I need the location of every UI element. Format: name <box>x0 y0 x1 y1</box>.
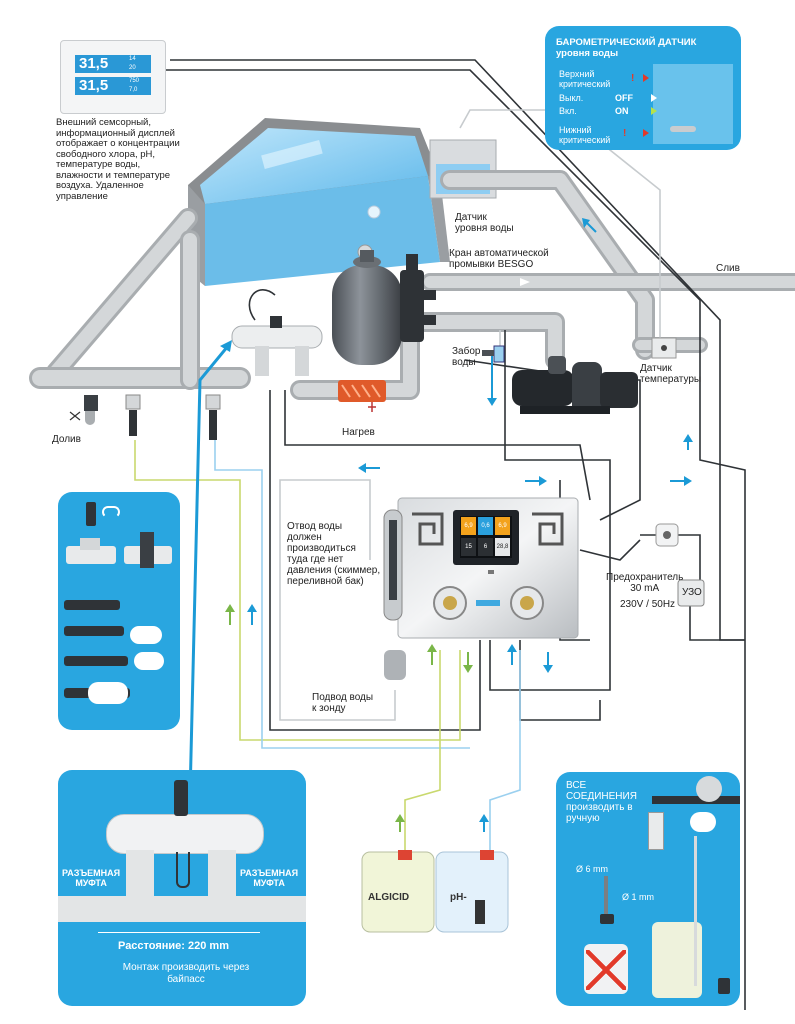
display-small-4: 7,0 <box>129 87 138 93</box>
install-steps-panel <box>58 492 180 730</box>
bypass-pipe <box>58 896 306 922</box>
heater-label: Нагрев <box>342 427 375 438</box>
screen-cell-2: 0,6 <box>478 517 493 535</box>
connections-cross-icon <box>586 950 626 990</box>
bypass-panel: РАЗЪЕМНАЯ МУФТА РАЗЪЕМНАЯ МУФТА Расстоян… <box>58 770 306 1006</box>
connections-rod <box>694 836 697 986</box>
baro-lower: Нижний критический <box>559 125 611 145</box>
probe-feed-label: Подвод воды к зонду <box>312 692 374 714</box>
level-sensor-label: Датчик уровня воды <box>455 212 514 234</box>
baro-upper: Верхний критический <box>559 69 611 89</box>
connections-d6: Ø 6 mm <box>576 864 609 874</box>
baro-arrow-4-icon <box>643 129 649 137</box>
connections-canister-ok <box>652 922 702 998</box>
connections-weight-icon <box>600 914 614 924</box>
baro-arrow-2-icon <box>651 94 657 102</box>
fuse-label: Предохранитель 30 mA <box>606 572 684 594</box>
baro-arrow-1-icon <box>643 74 649 82</box>
display-small-1: 14 <box>129 56 136 62</box>
display-small-2: 20 <box>129 65 136 71</box>
bypass-left-coupling: РАЗЪЕМНАЯ МУФТА <box>62 868 121 888</box>
connections-bottom-weight-icon <box>718 978 730 994</box>
display-value-2: 31,5 <box>79 77 109 94</box>
topup-label: Долив <box>52 434 81 445</box>
connections-hand-icon <box>690 812 716 832</box>
canister-left-label: ALGICID <box>368 892 410 903</box>
canisters <box>361 850 509 933</box>
screen-cell-3: 6,9 <box>495 517 510 535</box>
screen-cell-5: 6 <box>478 538 493 556</box>
step-rotate-icon <box>102 506 120 518</box>
flow-arrows <box>186 218 693 881</box>
temp-sensor <box>651 337 677 359</box>
connections-pipe <box>652 796 740 804</box>
step-cable-1-icon <box>64 600 120 610</box>
step-hand-1-icon <box>130 626 162 644</box>
step-tee-right-stem-icon <box>140 532 154 568</box>
baro-on-label: Вкл. <box>559 106 577 116</box>
intake-label: Забор воды <box>452 346 481 368</box>
sand-filter <box>332 250 436 365</box>
bypass-right-coupling: РАЗЪЕМНАЯ МУФТА <box>240 868 299 888</box>
display-caption: Внешний семсорный, информационный диспле… <box>56 117 180 202</box>
probe-holder <box>383 509 406 680</box>
outlet-label: Отвод воды должен производиться туда где… <box>287 521 381 587</box>
connections-hose-6mm <box>604 876 608 914</box>
pool <box>188 118 450 286</box>
distance-line <box>98 932 260 933</box>
tee-fittings <box>69 394 221 440</box>
step-nozzle-icon <box>86 502 96 526</box>
bypass-manifold <box>231 316 323 376</box>
pump <box>512 356 638 414</box>
baro-on-value: ON <box>615 106 629 116</box>
screen-cell-4: 15 <box>461 538 476 556</box>
temp-sensor-label: Датчик температуры <box>640 363 702 385</box>
connections-panel: ВСЕ СОЕДИНЕНИЯ производить в ручную Ø 6 … <box>556 772 740 1006</box>
intake-valve <box>482 345 505 363</box>
step-hand-3-icon <box>88 682 128 704</box>
screen-cell-1: 6,9 <box>461 517 476 535</box>
bypass-cable-icon <box>174 780 188 816</box>
baro-panel: БАРОМЕТРИЧЕСКИЙ ДАТЧИК уровня воды Верхн… <box>545 26 741 150</box>
bypass-manifold-big <box>106 814 264 854</box>
drain-label: Слив <box>716 263 740 274</box>
display-small-3: 750 <box>129 78 140 84</box>
external-display: 31,5 31,5 14 20 750 7,0 <box>60 40 166 114</box>
heater <box>338 380 386 412</box>
bypass-note: Монтаж производить через байпасс <box>122 962 250 985</box>
connections-title: ВСЕ СОЕДИНЕНИЯ производить в ручную <box>566 780 637 824</box>
connections-valve-icon <box>696 776 722 802</box>
baro-tank <box>653 64 733 144</box>
baro-title: БАРОМЕТРИЧЕСКИЙ ДАТЧИК уровня воды <box>556 37 697 59</box>
bypass-probe-icon <box>176 852 190 888</box>
step-cable-2-icon <box>64 626 124 636</box>
connections-d1: Ø 1 mm <box>622 892 655 902</box>
baro-off-value: OFF <box>615 93 633 103</box>
step-hand-2-icon <box>134 652 164 670</box>
baro-probe <box>670 126 696 132</box>
step-cable-3-icon <box>64 656 128 666</box>
power-components <box>655 523 705 607</box>
display-value-1: 31,5 <box>79 55 109 72</box>
baro-warning-upper: ! <box>631 73 635 84</box>
canister-right-label: pH- <box>450 892 467 903</box>
besgo-label: Кран автоматической промывки BESGO <box>449 248 549 270</box>
voltage-label: 230V / 50Hz <box>620 599 676 610</box>
step-tee-left-icon <box>66 546 116 564</box>
baro-off-label: Выкл. <box>559 93 584 103</box>
controller-screen: 6,9 0,6 6,9 15 6 28,8 <box>461 517 511 557</box>
uzo-label: УЗО <box>682 587 702 598</box>
baro-arrow-3-icon <box>651 107 657 115</box>
connections-flowmeter <box>648 812 664 850</box>
bypass-distance: Расстояние: 220 mm <box>118 940 229 952</box>
step-tee-left-stem-icon <box>80 538 100 550</box>
screen-cell-6: 28,8 <box>495 538 510 556</box>
baro-warning-lower: ! <box>623 128 627 139</box>
